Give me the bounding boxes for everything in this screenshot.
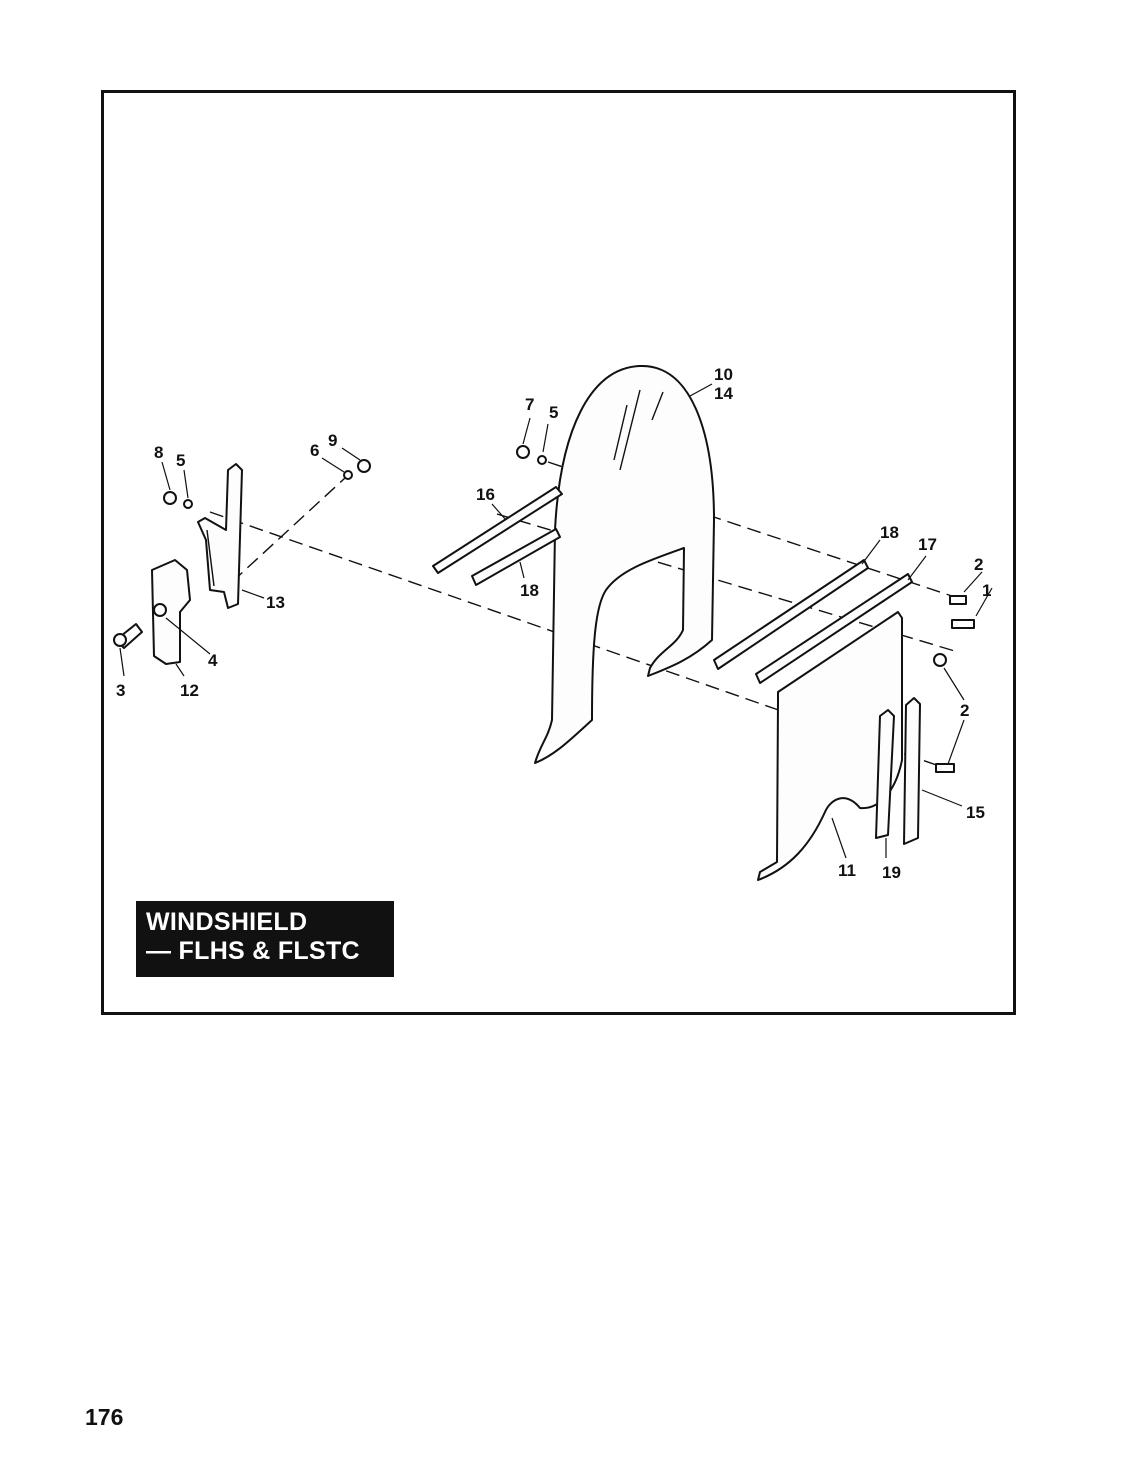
callouts: 1 2 2 3 4 5 5 6 7 8 9 10 11 12 13 14 15 … bbox=[116, 365, 991, 882]
callout-18-right: 18 bbox=[880, 523, 899, 542]
callout-15: 15 bbox=[966, 803, 985, 822]
mounting-bracket-13 bbox=[197, 463, 243, 609]
nut-9 bbox=[357, 459, 371, 473]
diagram-frame bbox=[101, 90, 1016, 1015]
callout-5-left: 5 bbox=[176, 451, 185, 470]
callout-5-right: 5 bbox=[549, 403, 558, 422]
callout-17: 17 bbox=[918, 535, 937, 554]
fork-bracket-12 bbox=[151, 559, 191, 665]
callout-18-left: 18 bbox=[520, 581, 539, 600]
callout-11: 11 bbox=[838, 861, 856, 880]
callout-10: 10 bbox=[714, 365, 733, 384]
windshield-panel bbox=[534, 364, 715, 764]
callout-16: 16 bbox=[476, 485, 495, 504]
screw-1 bbox=[951, 619, 975, 629]
trim-strip-16 bbox=[432, 486, 563, 574]
callout-12: 12 bbox=[180, 681, 199, 700]
alignment-line-bracket bbox=[231, 477, 346, 583]
callout-3: 3 bbox=[116, 681, 125, 700]
title-line-2: — FLHS & FLSTC bbox=[146, 937, 360, 965]
screw-2-top bbox=[949, 595, 967, 605]
windshield-glare-3 bbox=[651, 391, 664, 421]
washer-6 bbox=[343, 470, 353, 480]
lower-panel bbox=[757, 611, 903, 881]
diagram-title-box: WINDSHIELD — FLHS & FLSTC bbox=[136, 901, 394, 977]
windshield-glare-1 bbox=[613, 404, 628, 461]
callout-2-bottom: 2 bbox=[960, 701, 969, 720]
washer-5-left bbox=[183, 499, 193, 509]
bracket-hole bbox=[153, 603, 167, 617]
callout-1: 1 bbox=[982, 581, 991, 600]
callout-7: 7 bbox=[525, 395, 534, 414]
hardware bbox=[113, 445, 975, 773]
callout-4: 4 bbox=[208, 651, 218, 670]
callout-8: 8 bbox=[154, 443, 163, 462]
page-number: 176 bbox=[85, 1404, 124, 1430]
leader-lines bbox=[119, 383, 993, 859]
trim-strip-18-right bbox=[713, 559, 869, 670]
callout-6: 6 bbox=[310, 441, 319, 460]
callout-19: 19 bbox=[882, 863, 901, 882]
trim-strip-17 bbox=[755, 573, 913, 684]
screw-2-middle bbox=[933, 653, 947, 667]
title-line-1: WINDSHIELD bbox=[146, 908, 308, 936]
callout-14: 14 bbox=[714, 384, 733, 403]
callout-2-top: 2 bbox=[974, 555, 983, 574]
bolt-3-head bbox=[113, 633, 127, 647]
side-strip-19 bbox=[875, 709, 895, 839]
washer-5-right bbox=[537, 455, 547, 465]
screw-2-bottom bbox=[935, 763, 955, 773]
nut-8 bbox=[163, 491, 177, 505]
trim-strip-18-left bbox=[471, 528, 561, 586]
windshield-glare-2 bbox=[619, 389, 641, 471]
side-strip-15 bbox=[903, 697, 921, 845]
callout-9: 9 bbox=[328, 431, 337, 450]
bracket-slot bbox=[206, 529, 215, 587]
nut-7 bbox=[516, 445, 530, 459]
callout-13: 13 bbox=[266, 593, 285, 612]
